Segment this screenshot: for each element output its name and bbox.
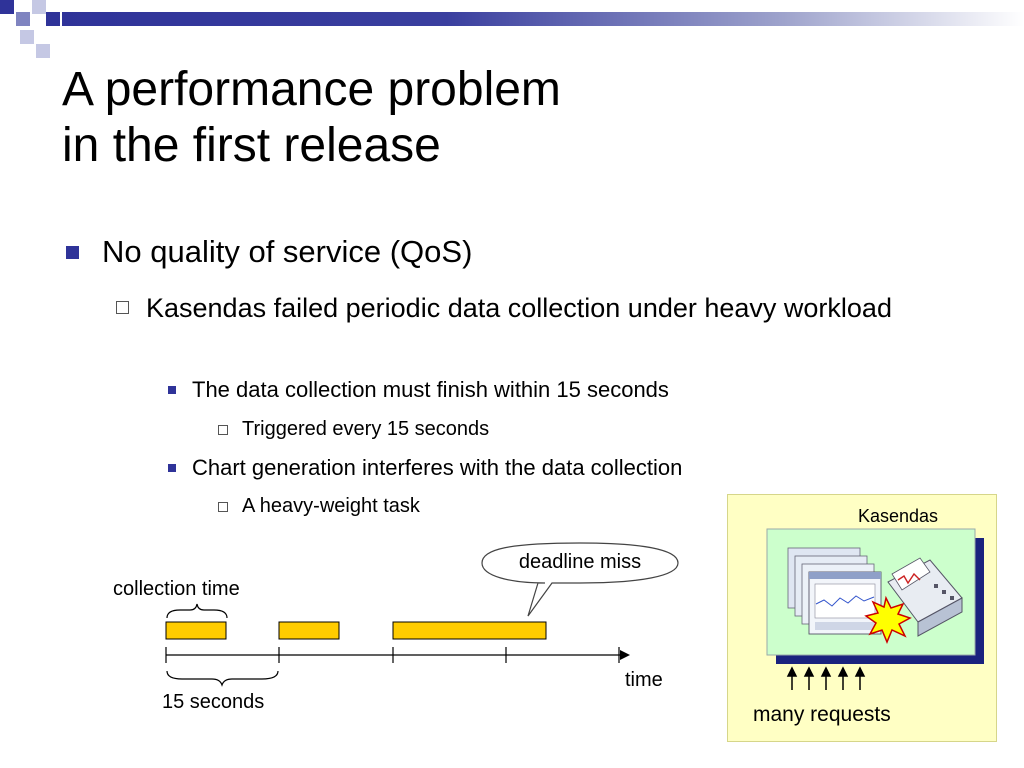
collection-brace <box>166 603 228 619</box>
header-bar <box>62 12 1024 26</box>
logo-square-1 <box>0 0 14 14</box>
title-line-2: in the first release <box>62 119 441 172</box>
logo-square-5 <box>20 30 34 44</box>
bullet-text: Kasendas failed periodic data collection… <box>146 293 892 323</box>
square-bullet-icon <box>66 246 79 259</box>
period-brace <box>166 670 279 687</box>
window-stack-icon <box>787 547 882 635</box>
bullet-text: Triggered every 15 seconds <box>242 418 490 440</box>
bullet-text: No quality of service (QoS) <box>102 234 473 269</box>
arrow-up-icon <box>803 666 815 690</box>
logo-square-6 <box>36 44 50 58</box>
period-label: 15 seconds <box>162 691 265 713</box>
collection-bar-2 <box>278 621 340 640</box>
bullet-text: The data collection must finish within 1… <box>192 377 669 402</box>
collection-time-label: collection time <box>113 578 240 600</box>
bullet-text: Chart generation interferes with the dat… <box>192 455 683 480</box>
logo-square-4 <box>46 12 60 26</box>
bullet-text: A heavy-weight task <box>242 495 420 517</box>
arrow-up-icon <box>820 666 832 690</box>
square-bullet-icon <box>168 464 176 472</box>
printer-icon <box>887 557 963 637</box>
many-requests-label: many requests <box>753 703 891 726</box>
logo-square-3 <box>32 0 46 14</box>
hollow-square-bullet-icon <box>218 425 228 435</box>
hollow-square-bullet-icon <box>116 301 129 314</box>
collection-bar-3 <box>392 621 547 640</box>
time-axis-label: time <box>625 669 663 691</box>
request-arrows <box>786 666 866 690</box>
title-line-1: A performance problem <box>62 63 561 116</box>
square-bullet-icon <box>168 386 176 394</box>
slide-title: A performance problem in the first relea… <box>62 62 561 174</box>
kasendas-label: Kasendas <box>858 506 939 526</box>
arrow-up-icon <box>786 666 798 690</box>
hollow-square-bullet-icon <box>218 502 228 512</box>
burst-icon <box>864 595 912 644</box>
logo-square-2 <box>16 12 30 26</box>
callout-bubble <box>481 542 679 617</box>
callout-text: deadline miss <box>518 551 642 573</box>
arrow-up-icon <box>837 666 849 690</box>
arrow-up-icon <box>854 666 866 690</box>
collection-bar-1 <box>165 621 227 640</box>
arrow-right-icon <box>620 650 630 660</box>
